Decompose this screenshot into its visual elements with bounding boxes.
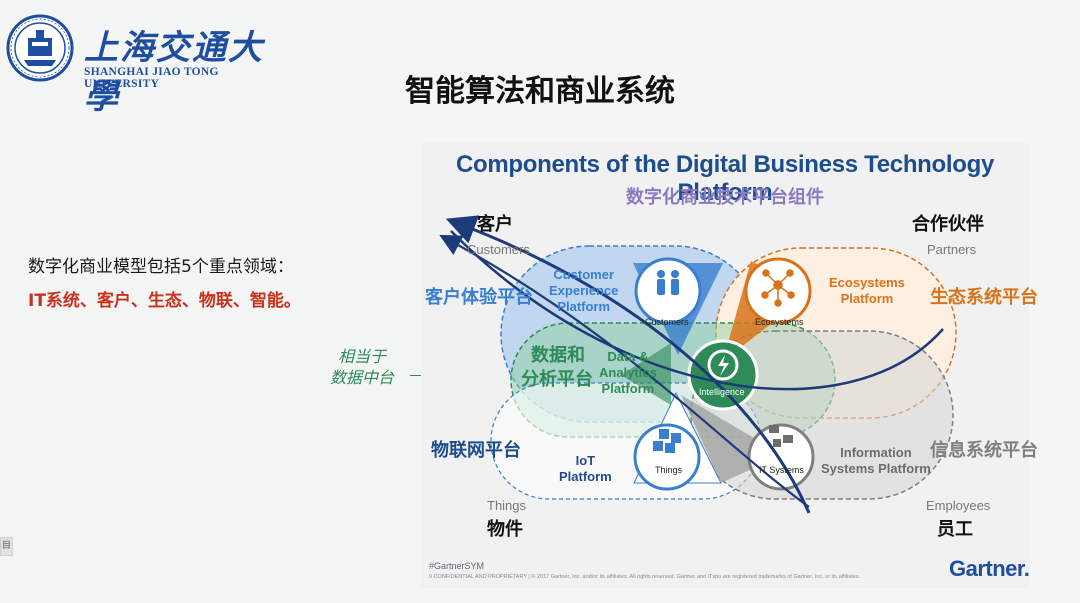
cubes-icon [653,429,681,453]
server-icon [769,425,793,447]
da-caption-line3: Platform [601,381,655,396]
hashtag-text: #GartnerSYM [429,561,485,571]
intelligence-icon-label: Intelligence [699,387,745,397]
iot-platform-caption: IoT Platform [559,453,612,485]
customers-label-en: Customers [467,242,530,257]
network-icon [761,269,795,307]
partners-label-en: Partners [927,242,977,257]
lightning-icon [718,355,729,376]
da-caption-line2: Analytics [599,365,657,380]
cx-caption-line3: Platform [557,299,611,314]
eco-caption-line2: Platform [840,291,894,306]
cx-caption-line2: Experience [549,283,619,298]
eco-platform-label-cn: 生态系统平台 [930,287,1038,308]
university-name-cn: 上海交通大學 [84,28,264,117]
is-platform-caption: Information Systems Platform [821,445,931,477]
eco-caption-line1: Ecosystems [829,275,905,290]
iot-caption-line1: IoT [575,453,596,468]
employee-arc-arrow [439,234,810,508]
cx-platform-caption: Customer Experience Platform [549,267,618,315]
gartner-diagram-panel: Components of the Digital Business Techn… [421,143,1038,588]
employees-label-en: Employees [926,498,991,513]
customer-arc-arrow [445,215,811,514]
eco-platform-caption: Ecosystems Platform [829,275,905,307]
cx-platform-label-cn: 客户体验平台 [425,287,533,308]
data-platform-label-cn-1: 数据和 [531,345,585,366]
data-middle-platform-note: 相当于 数据中台 [330,346,394,388]
it-systems-icon [747,423,815,491]
is-caption-line2: Systems Platform [821,461,931,476]
platform-venn-diagram [439,215,957,514]
key-areas-text: IT系统、客户、生态、物联、智能。 [28,291,301,311]
ecosystems-icon-label: Ecosystems [755,317,804,327]
diagram-subtitle: 数字化商业技术平台组件 [626,187,824,208]
customers-icon-label: Customers [645,317,689,327]
side-note-line1: 相当于 [338,347,387,366]
iot-caption-line2: Platform [559,469,612,484]
outline-toggle-button[interactable]: 目 [0,537,13,556]
cx-caption-line1: Customer [553,267,615,282]
it-systems-icon-label: IT Systems [759,465,804,475]
is-platform-label-cn: 信息系统平台 [930,440,1038,461]
slide-title: 智能算法和商业系统 [405,74,675,109]
people-icon [657,270,679,295]
is-caption-line1: Information [840,445,912,460]
partners-label-cn: 合作伙伴 [912,214,984,235]
gartner-logo: Gartner. [949,556,1030,581]
diagram-title: Components of the Digital Business Techn… [455,151,995,206]
things-label-en: Things [487,498,527,513]
employees-label-cn: 员工 [937,519,973,540]
university-logo: 上海交通大學 SHANGHAI JIAO TONG UNIVERSITY [6,14,266,117]
customers-label-cn: 客户 [477,214,513,235]
customers-icon [634,257,702,325]
university-seal-icon [6,14,74,82]
da-platform-caption: Data & Analytics Platform [599,349,657,397]
partner-arc-curve [450,230,944,391]
lightning-ring-icon [707,349,739,381]
intro-text: 数字化商业模型包括5个重点领域： [28,257,294,277]
things-label-cn: 物件 [487,519,523,540]
side-note-line2: 数据中台 [330,368,395,387]
things-icon-label: Things [655,465,683,475]
data-platform-label-cn-2: 分析平台 [521,369,593,390]
legal-text: 9 CONFIDENTIAL AND PROPRIETARY | © 2017 … [429,574,861,580]
da-caption-line1: Data & [607,349,649,364]
iot-platform-label-cn: 物联网平台 [431,440,521,461]
university-name-en: SHANGHAI JIAO TONG UNIVERSITY [84,66,219,90]
things-icon [633,423,701,491]
